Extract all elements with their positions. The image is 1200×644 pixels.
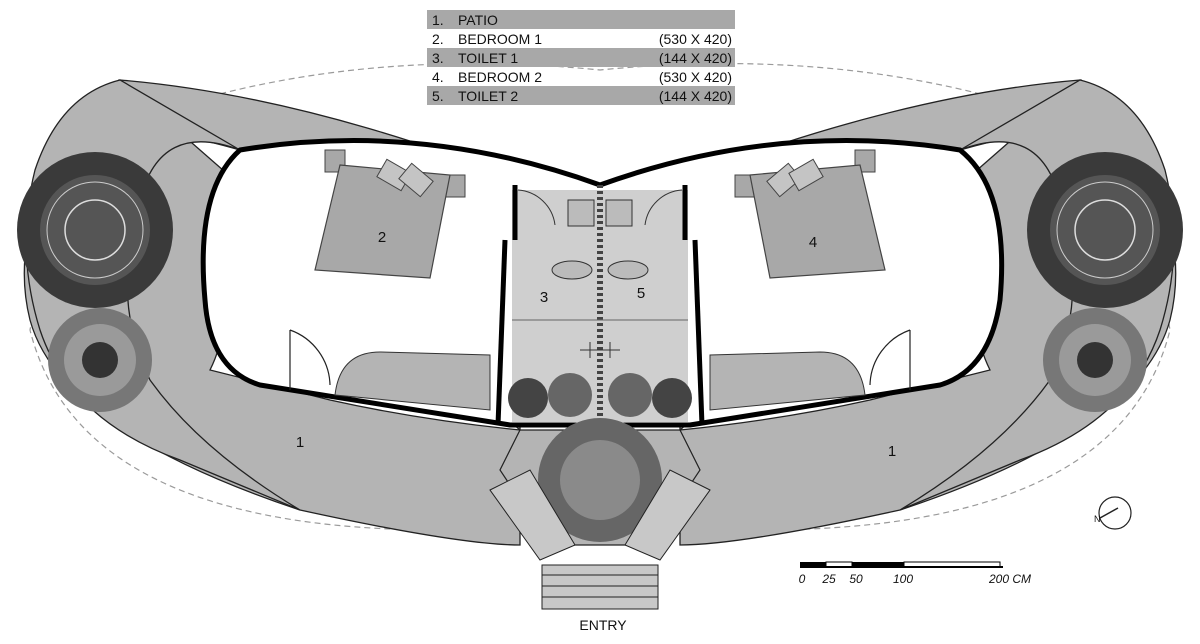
scale-tick-100: 100	[893, 572, 913, 586]
label-bedroom-2: 4	[809, 234, 817, 251]
toilet-bowl-right	[607, 260, 649, 280]
label-patio-right: 1	[888, 443, 896, 460]
label-patio-left: 1	[296, 434, 304, 451]
sink-right	[605, 199, 633, 227]
toilet-right-wall	[692, 239, 705, 426]
legend-name: BEDROOM 1	[458, 30, 543, 47]
sink-left	[567, 199, 595, 227]
entry-steps	[489, 469, 711, 610]
door-bedroom-1	[289, 329, 331, 390]
legend-dim: (530 X 420)	[658, 30, 732, 47]
legend-dim: (144 X 420)	[658, 87, 732, 104]
inner-ledge-left	[334, 351, 491, 411]
plants-toilet	[508, 373, 692, 418]
legend-num: 4.	[432, 68, 444, 85]
north-label: N	[1094, 514, 1101, 524]
legend-num: 2.	[432, 30, 444, 47]
legend-name: PATIO	[458, 11, 498, 28]
legend-row: 4. BEDROOM 2 (530 X 420)	[427, 67, 735, 86]
legend-row: 5. TOILET 2 (144 X 420)	[427, 86, 735, 105]
tree-left-top	[17, 152, 173, 308]
scale-tick-25: 25	[821, 572, 836, 586]
legend-name: BEDROOM 2	[458, 68, 543, 85]
roof-outline	[29, 62, 1171, 531]
door-bedroom-2	[869, 329, 911, 390]
shower-mark	[580, 342, 620, 358]
tree-right-top	[1027, 152, 1183, 308]
label-toilet-1: 3	[540, 289, 548, 306]
legend-num: 5.	[432, 87, 444, 104]
legend-name: TOILET 2	[458, 87, 519, 104]
toilet-left-wall	[495, 239, 508, 426]
legend-name: TOILET 1	[458, 49, 519, 66]
legend-dim: (530 X 420)	[658, 68, 732, 85]
scale-tick-200: 200 CM	[988, 572, 1031, 586]
legend-dim: (144 X 420)	[658, 49, 732, 66]
legend-table: 1. PATIO 2. BEDROOM 1 (530 X 420) 3. TOI…	[427, 10, 735, 105]
legend-row: 2. BEDROOM 1 (530 X 420)	[427, 29, 735, 48]
tree-left-bottom	[48, 308, 152, 412]
legend-num: 3.	[432, 49, 444, 66]
toilet-bowl-left	[551, 260, 593, 280]
scale-bar: 0 25 50 100 200 CM	[799, 561, 1031, 586]
north-arrow: N	[1094, 496, 1132, 530]
scale-tick-50: 50	[849, 572, 863, 586]
bed-1	[314, 149, 466, 279]
legend-row: 1. PATIO	[427, 10, 735, 29]
bed-2	[734, 149, 886, 279]
legend-row: 3. TOILET 1 (144 X 420)	[427, 48, 735, 67]
entry-label: ENTRY	[579, 617, 627, 633]
inner-ledge-right	[709, 351, 866, 411]
legend-num: 1.	[432, 11, 444, 28]
tree-right-bottom	[1043, 308, 1147, 412]
label-bedroom-1: 2	[378, 229, 386, 246]
label-toilet-2: 5	[637, 285, 645, 302]
scale-tick-0: 0	[799, 572, 806, 586]
